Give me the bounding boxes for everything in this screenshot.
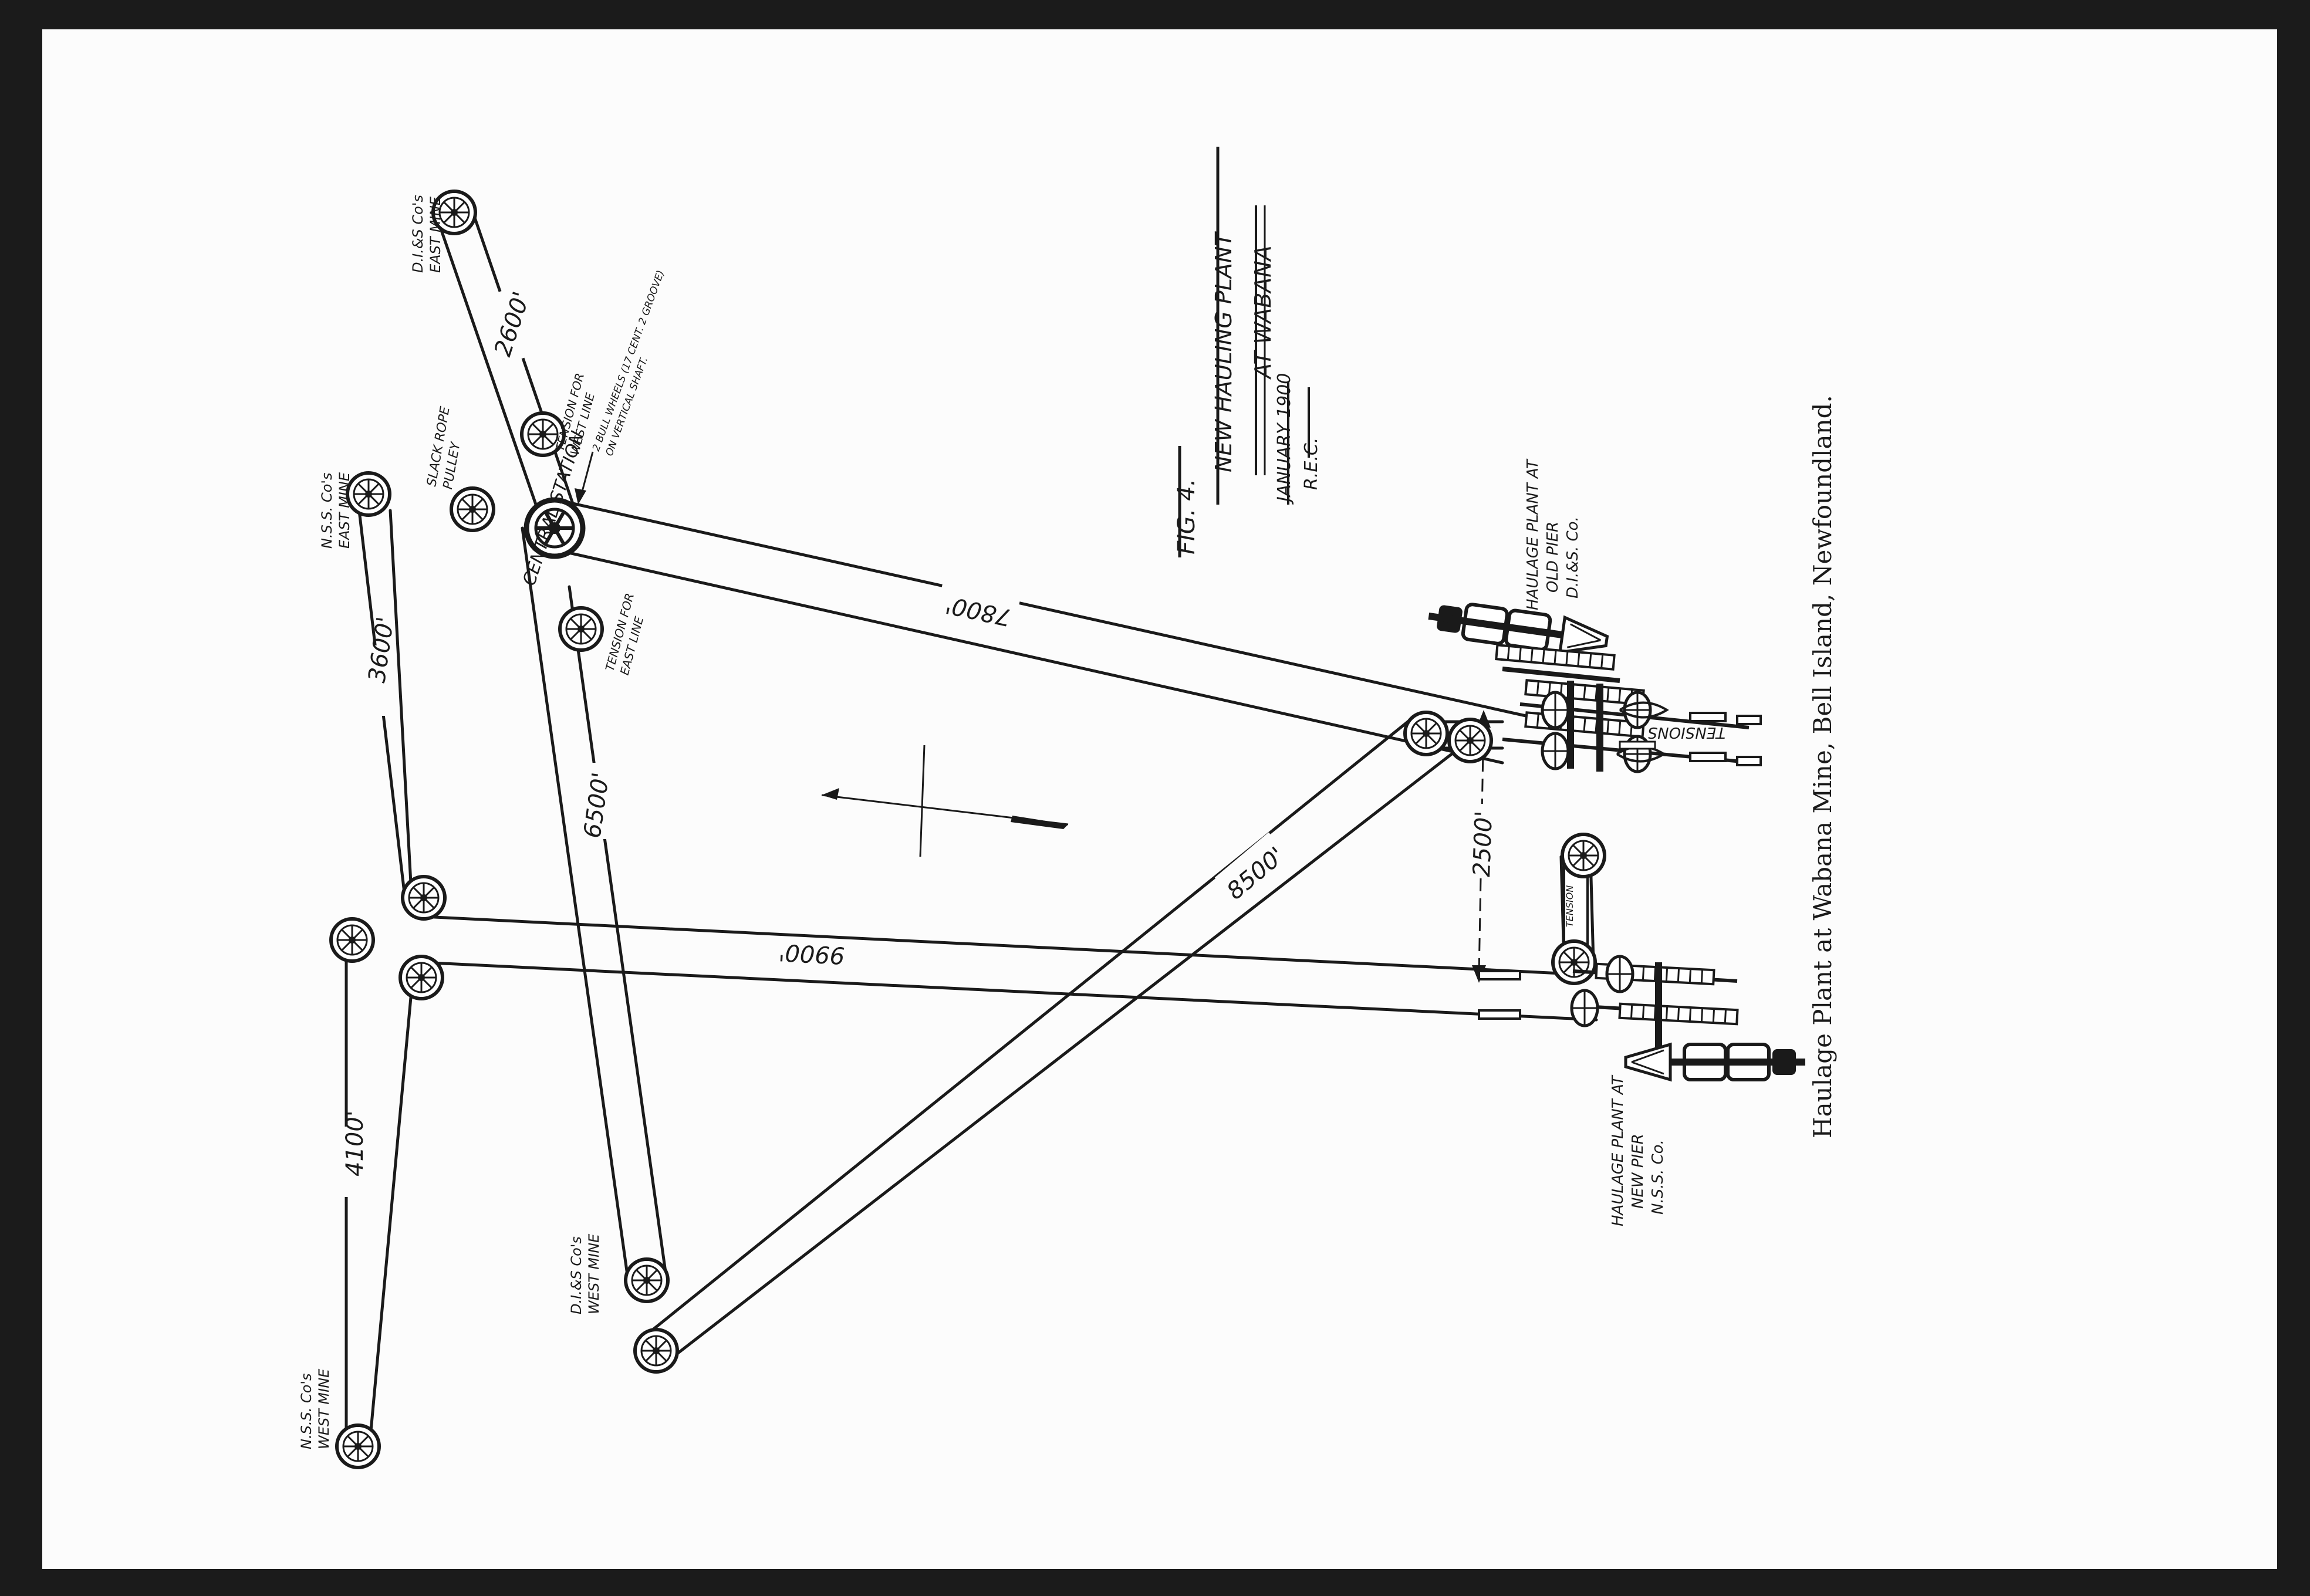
sheave-wheel-icon	[337, 1425, 379, 1467]
figure-subtitle: AT WABANA	[1250, 245, 1276, 380]
figure-initials: R.E.C.	[1301, 438, 1322, 490]
sheave-wheel-icon	[626, 1259, 668, 1301]
haulage-plant-old-pier	[1426, 598, 1762, 772]
rope-lines	[345, 201, 1598, 1445]
sheave-wheel-icon	[560, 608, 602, 650]
sheave-wheel-icon	[451, 488, 494, 530]
sheave-wheel-icon	[635, 1330, 677, 1372]
label-nss-west-mine: N.S.S. Co's WEST MINE	[298, 1368, 332, 1449]
winding-drum-icon	[1626, 1044, 1805, 1080]
sheave-wheel-icon	[1449, 719, 1491, 762]
distance-9900: 9900'	[778, 938, 845, 969]
distance-labels: 2600' 3600' 4100' 6500' 7800' 8500' 9900…	[339, 289, 1498, 1197]
figure-label: FIG. 4.	[1173, 479, 1200, 554]
caption: Haulage Plant at Wabana Mine, Bell Islan…	[1808, 395, 1837, 1138]
bull-wheel-icon	[524, 497, 586, 559]
sheave-wheel-icon	[403, 877, 445, 919]
distance-4100: 4100'	[342, 1110, 369, 1176]
haulage-plant-new-pier	[1478, 956, 1805, 1080]
bull-wheel-pointer	[575, 451, 594, 505]
distance-2500: 2500'	[1468, 810, 1498, 877]
sheave-wheel-icon	[347, 473, 390, 515]
sheave-wheel-icon	[1562, 834, 1605, 877]
north-arrow-icon	[821, 745, 1069, 857]
label-nss-east-mine: N.S.S. Co's EAST MINE	[319, 468, 353, 549]
label-haulage-old-pier: HAULAGE PLANT AT OLD PIER D.I.&S. Co.	[1524, 455, 1582, 610]
sheave-wheel-icon	[1405, 712, 1447, 755]
figure-title: NEW HAULING PLANT	[1211, 231, 1237, 472]
label-di-east-mine: D.I.&S Co's EAST MINE	[410, 190, 444, 273]
figure-date: JANUARY 1900	[1274, 373, 1295, 505]
paper-sheet	[42, 29, 2277, 1569]
label-tension-small: TENSION	[1564, 885, 1575, 927]
label-haulage-new-pier: HAULAGE PLANT AT NEW PIER N.S.S. Co.	[1609, 1071, 1667, 1226]
label-di-west-mine: D.I.&S Co's WEST MINE	[568, 1232, 602, 1314]
label-tensions: TENSIONS	[1648, 723, 1725, 741]
title-block: FIG. 4. NEW HAULING PLANT AT WABANA JANU…	[1173, 147, 1322, 557]
sheave-wheel-icon	[1553, 941, 1595, 983]
sheave-wheel-icon	[400, 956, 443, 999]
sheave-wheel-icon	[331, 919, 373, 961]
